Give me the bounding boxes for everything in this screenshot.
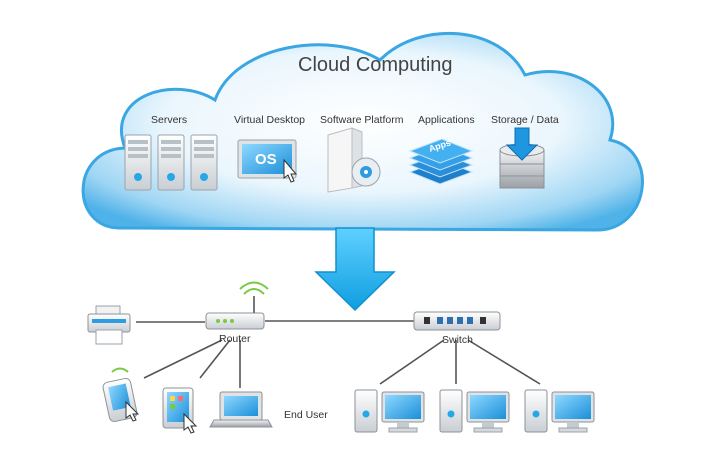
router-icon [205, 281, 269, 330]
service-label-storage-data: Storage / Data [491, 114, 559, 126]
service-label-virtual-desktop: Virtual Desktop [234, 114, 306, 126]
switch-label: Switch [442, 334, 473, 346]
end-user-label: End User [284, 409, 328, 421]
router-label: Router [219, 333, 251, 345]
switch-icon [413, 311, 501, 331]
os-monitor-icon: OS [237, 139, 298, 183]
diagram-title: Cloud Computing [298, 54, 453, 76]
service-label-software-platform: Software Platform [320, 114, 404, 126]
network-lines [136, 320, 541, 388]
desktop-computer-icon [524, 389, 595, 433]
software-box-icon [327, 127, 381, 193]
apps-stack-icon: Apps [408, 137, 474, 185]
service-label-servers: Servers [151, 114, 188, 126]
download-arrow-icon [314, 227, 396, 312]
service-label-applications: Applications [418, 114, 475, 126]
smartphone-icon [102, 367, 140, 423]
os-screen-text: OS [255, 151, 277, 168]
printer-icon [87, 305, 131, 345]
tablet-icon [162, 387, 198, 434]
laptop-icon [209, 391, 273, 428]
database-download-icon [499, 127, 545, 189]
desktop-computer-icon [354, 389, 425, 433]
hand-cursor-icon [283, 158, 298, 183]
wifi-signal-icon [243, 288, 265, 295]
server-rack-icon [124, 134, 218, 191]
desktop-computer-icon [439, 389, 510, 433]
